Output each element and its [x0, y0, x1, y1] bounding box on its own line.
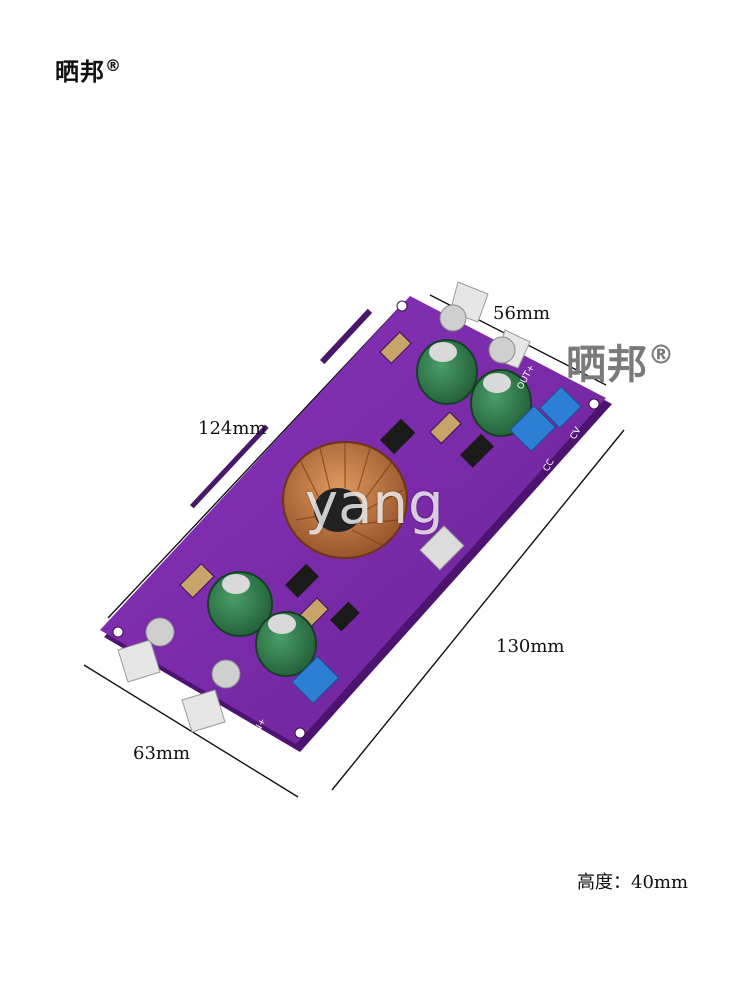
ic-chips: [285, 418, 494, 632]
dimension-width-bottom: 63mm: [133, 743, 191, 764]
brand-name: 晒邦: [55, 58, 105, 86]
registered-mark-side: ®: [648, 340, 675, 371]
smd-components: [179, 331, 462, 628]
dimension-length-right: 130mm: [496, 636, 565, 657]
brand-name-side: 晒邦: [566, 342, 648, 388]
toroid-inductor: [282, 441, 408, 559]
watermark-text: yang: [305, 472, 444, 537]
brand-logo-top: 晒邦®: [55, 52, 122, 87]
heatsink: [419, 525, 465, 571]
potentiometers: [291, 386, 582, 704]
dim-line-130: [331, 429, 625, 791]
dimension-width-top: 56mm: [493, 303, 551, 324]
mounting-holes: [112, 300, 600, 739]
header-pins: [189, 308, 373, 509]
height-note: 高度：40mm: [577, 872, 689, 893]
dim-line-124: [107, 304, 403, 619]
registered-mark: ®: [105, 56, 122, 75]
dimension-length-top: 124mm: [198, 418, 267, 439]
dim-line-63: [83, 664, 299, 798]
terminals: [117, 281, 531, 733]
capacitors: [207, 339, 532, 677]
brand-logo-side: 晒邦®: [566, 332, 675, 390]
